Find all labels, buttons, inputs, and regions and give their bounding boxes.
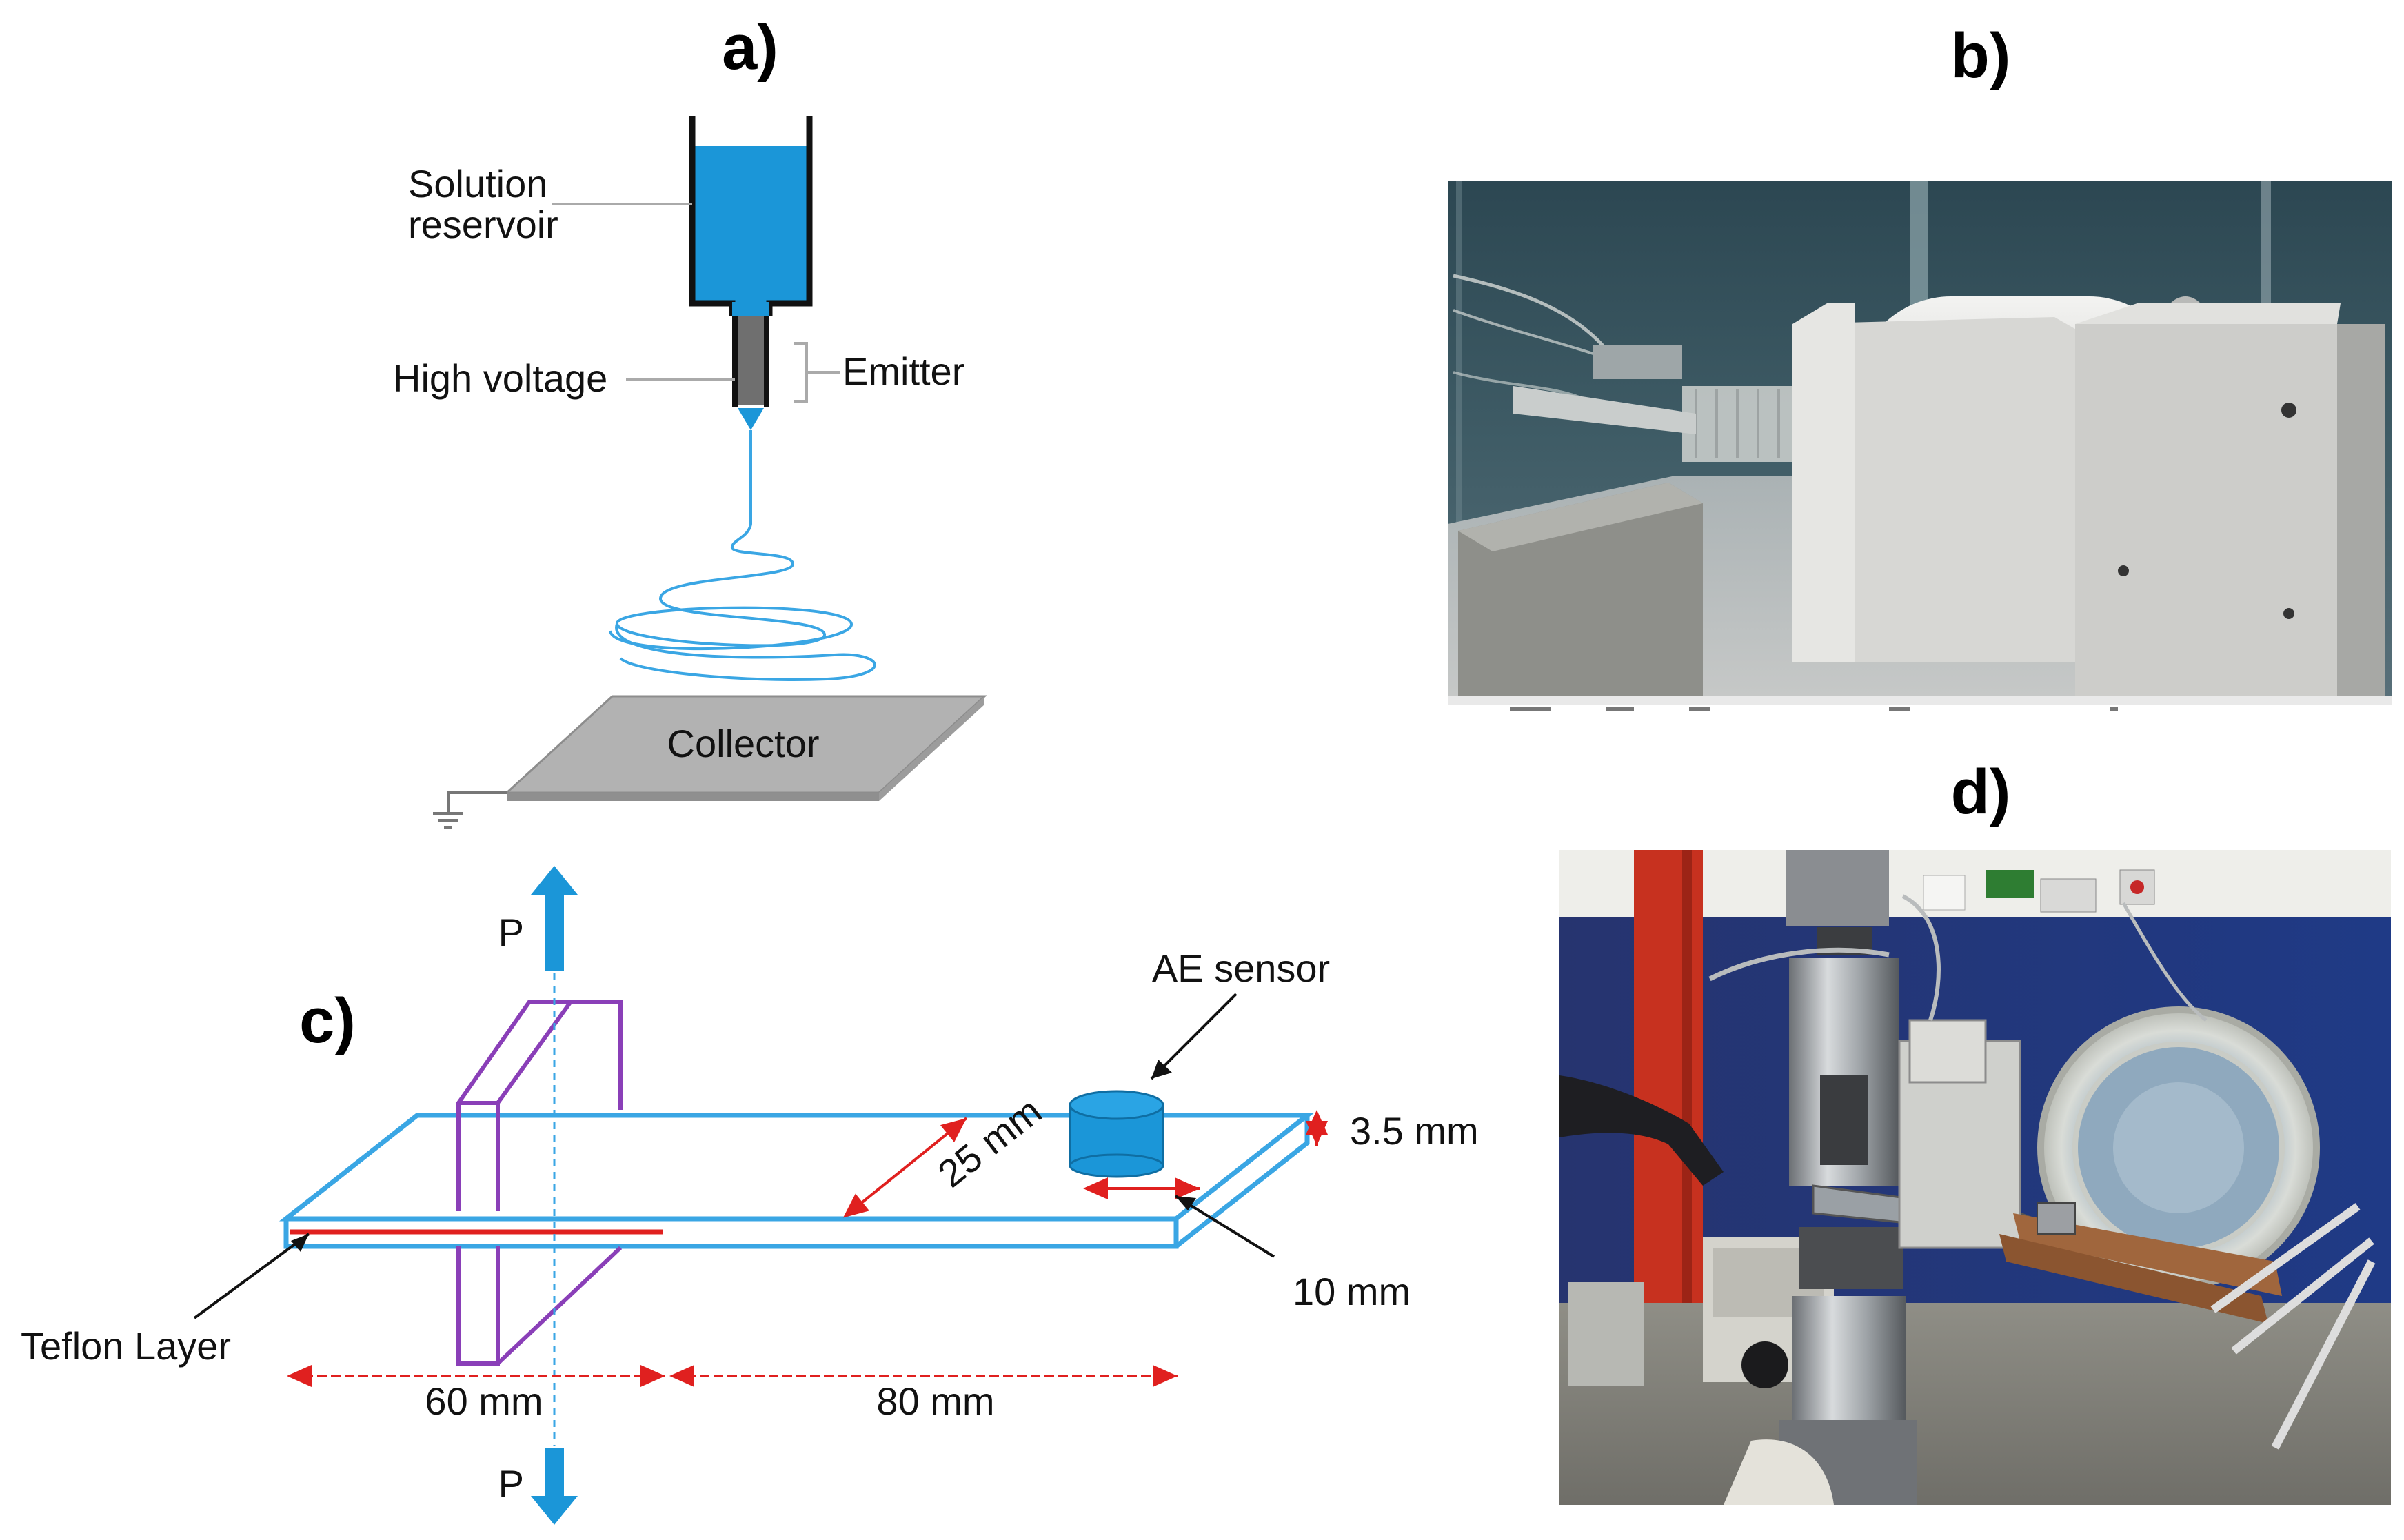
- reservoir-neck: [732, 302, 769, 317]
- solution-label-line2: reservoir: [408, 203, 558, 246]
- solution-label-line1: Solution: [408, 162, 547, 205]
- fiber-jet: [609, 430, 876, 681]
- taylor-cone: [738, 408, 764, 430]
- load-arrow-bottom: P: [498, 1448, 578, 1525]
- panel-a-letter: a): [722, 12, 778, 83]
- width-dim: [842, 1117, 968, 1218]
- collector: Collector: [504, 695, 987, 801]
- p-top-label: P: [498, 911, 524, 954]
- ae-sensor-label: AE sensor: [1152, 946, 1330, 990]
- collector-edge: [507, 793, 879, 801]
- p-bottom-label: P: [498, 1462, 524, 1506]
- panel-c-letter: c): [299, 986, 356, 1056]
- teflon-label: Teflon Layer: [21, 1324, 231, 1368]
- emitter-walls: [732, 316, 769, 407]
- panel-c: c) P P: [21, 866, 1479, 1525]
- panel-d-letter: d): [1951, 757, 2011, 827]
- len1-label: 60 mm: [425, 1379, 543, 1423]
- thickness-label: 3.5 mm: [1350, 1109, 1479, 1153]
- width-label: 25 mm: [930, 1088, 1050, 1195]
- electrospinning-photo: [1448, 181, 2392, 711]
- panel-b: b): [1448, 21, 2392, 711]
- emitter-label: Emitter: [842, 349, 964, 393]
- len2-label: 80 mm: [876, 1379, 994, 1423]
- emitter-body: [735, 316, 767, 405]
- ground-symbol: [433, 791, 507, 829]
- solution-reservoir: [689, 116, 813, 317]
- ae-sensor-pointer: [1150, 993, 1238, 1080]
- collector-label: Collector: [667, 722, 820, 765]
- panel-a: a) Collector Solution: [393, 12, 987, 829]
- panel-d: d): [1559, 757, 2391, 1505]
- test-rig-photo: [1559, 850, 2391, 1505]
- sensor-dia-label: 10 mm: [1293, 1270, 1411, 1313]
- teflon-pointer: [193, 1233, 310, 1319]
- ae-sensor: [1069, 1090, 1164, 1178]
- reservoir-solution-fill: [694, 146, 808, 302]
- emitter-needle: [732, 316, 769, 430]
- lower-grip: [456, 1246, 623, 1366]
- emitter-bracket: [794, 342, 840, 403]
- upper-grip: [456, 1000, 623, 1211]
- collector-side: [879, 696, 984, 801]
- load-arrow-top: P: [498, 866, 578, 971]
- panel-b-letter: b): [1951, 21, 2011, 91]
- high-voltage-label: High voltage: [393, 356, 607, 400]
- sensor-dia-pointer: [1174, 1195, 1275, 1258]
